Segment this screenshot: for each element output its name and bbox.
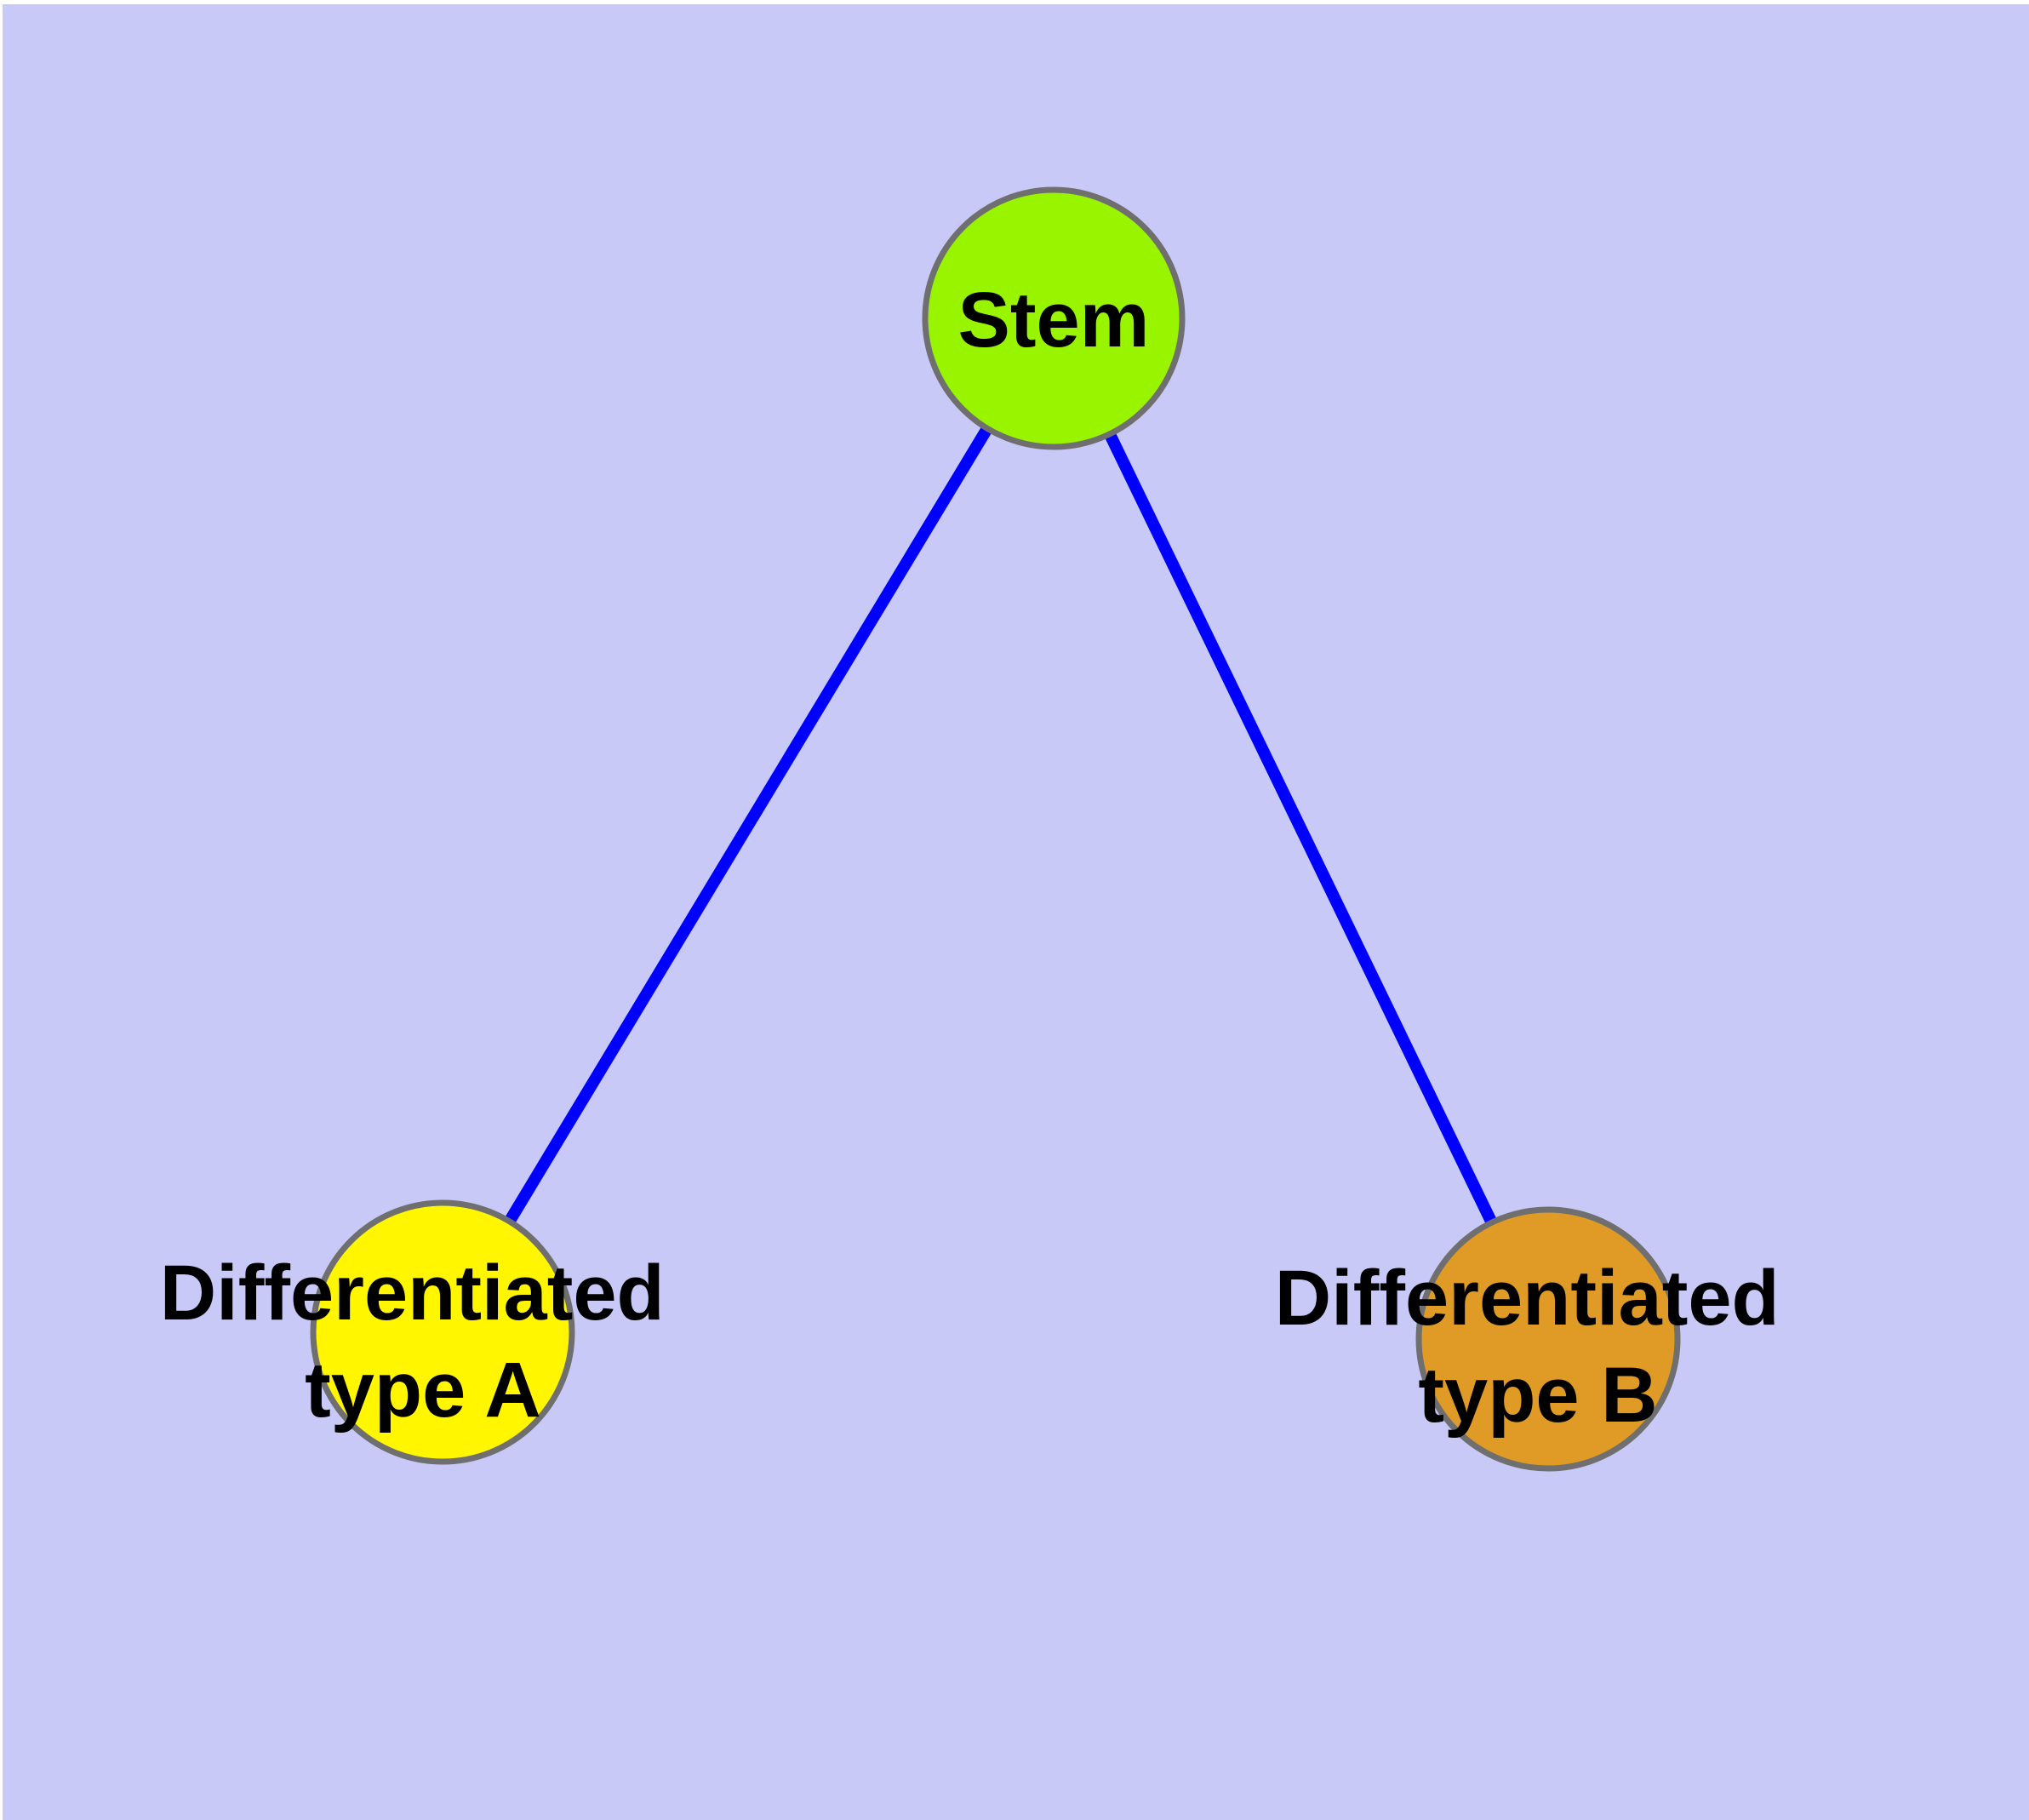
type-b-node-label: Differentiated type B [1275, 1255, 1802, 1439]
type-a-node-circle [310, 1199, 575, 1465]
edge-stem-to-type-a [437, 315, 1059, 1336]
type-b-label-line2: type B [1418, 1352, 1657, 1439]
type-a-node-label: Differentiated type A [160, 1250, 687, 1434]
edge-stem-to-type-b [1048, 315, 1554, 1342]
stem-node-circle [922, 186, 1186, 450]
type-a-label-line1: Differentiated [160, 1250, 665, 1336]
type-b-node-circle [1415, 1206, 1681, 1472]
type-a-label-line2: type A [305, 1347, 541, 1434]
type-b-label-line1: Differentiated [1275, 1255, 1780, 1342]
stem-node-label: Stem [958, 277, 1150, 363]
